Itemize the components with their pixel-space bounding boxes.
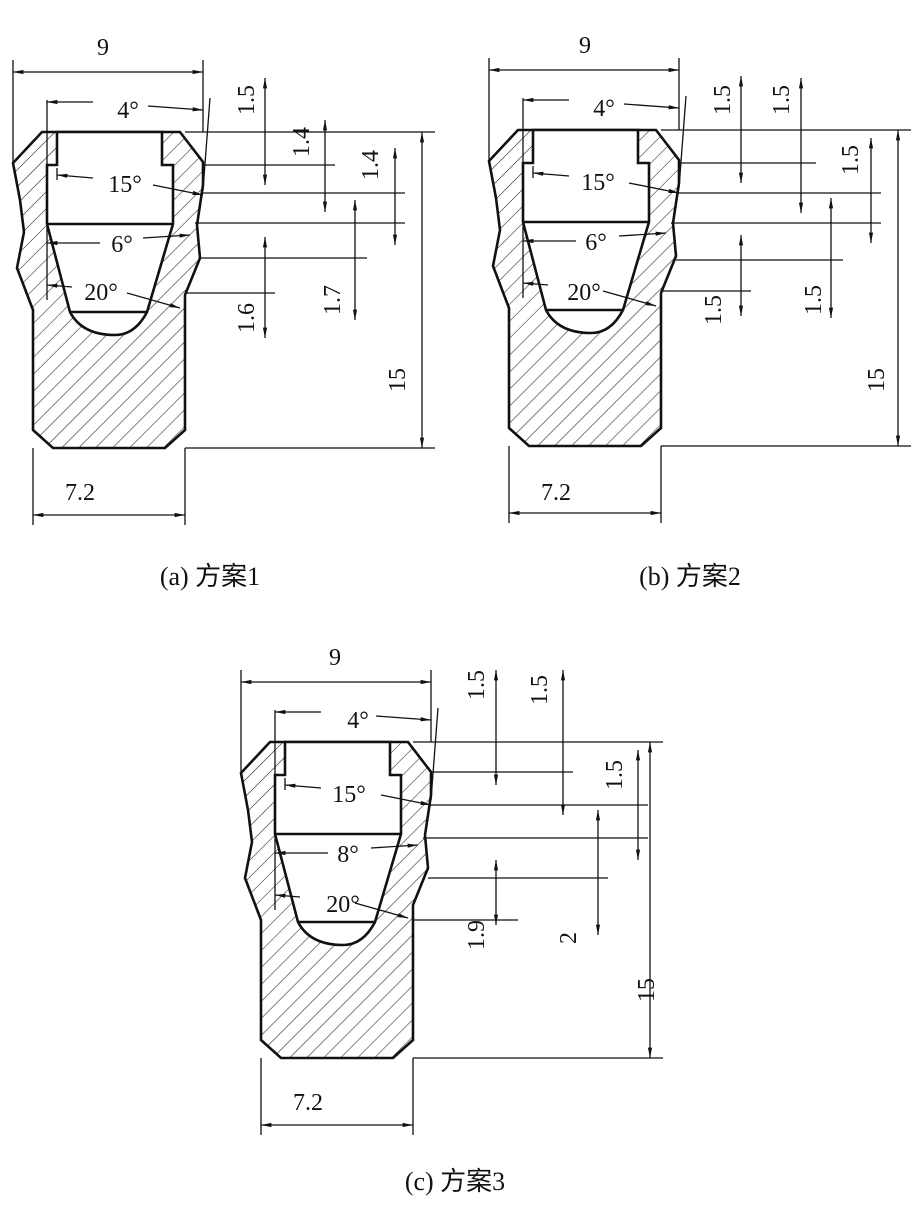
dimension-line [602,290,657,307]
depth-label: 1.6 [234,303,260,333]
depth-label: 1.5 [838,145,864,175]
width-bottom-label: 7.2 [293,1090,323,1116]
die-cross-section [487,128,681,448]
depth-label: 1.5 [602,760,628,790]
panel-a: 9 7.2 4° 15° 6° 20° 1.5 1.4 1.4 1.6 1.7 … [11,35,435,591]
dimension-line [628,182,680,194]
hatched-section [241,742,431,1058]
angle-label: 4° [347,708,369,734]
panel-caption: (a) 方案1 [160,562,260,591]
angle-label: 20° [326,892,360,918]
width-bottom-label: 7.2 [541,480,571,506]
dimension-line [618,231,667,237]
angle-label: 6° [585,230,607,256]
depth-label: 1.4 [358,150,384,180]
depth-label: 1.5 [464,670,490,700]
dimension-line [370,843,419,849]
angle-label: 4° [593,96,615,122]
angle-label: 15° [108,172,142,198]
dimension-line [522,281,549,286]
dimension-line [46,283,73,288]
dimension-line [623,103,680,110]
dimension-line [56,173,94,179]
width-top-label: 9 [579,33,591,59]
dimension-line [142,233,191,239]
width-bottom-label: 7.2 [65,480,95,506]
outer-profile [11,130,205,450]
panel-caption: (b) 方案2 [639,562,741,591]
dimension-lines [12,60,435,525]
outer-profile [487,128,681,448]
dimension-line [354,902,409,919]
extension-line [202,97,211,191]
depth-label: 1.7 [320,285,346,315]
width-top-label: 9 [97,35,109,61]
angle-label: 8° [337,842,359,868]
panel-caption: (c) 方案3 [405,1167,505,1196]
dimension-line [152,184,204,196]
depth-label: 1.5 [701,295,727,325]
dimension-lines [240,670,663,1135]
angle-label: 20° [84,280,118,306]
depth-label: 1.5 [527,675,553,705]
die-cross-section [239,740,433,1060]
dimension-lines [488,58,911,523]
panel-c: 9 7.2 4° 15° 8° 20° 1.5 1.5 1.5 1.9 2 15… [239,645,663,1196]
hatched-section [489,130,679,446]
extension-line [678,95,687,189]
dimension-line [284,783,322,789]
angle-label: 20° [567,280,601,306]
height-total-label: 15 [385,368,411,392]
hatched-section [13,132,203,448]
die-cross-section [11,130,205,450]
angle-label: 15° [332,782,366,808]
depth-label: 1.5 [710,85,736,115]
depth-label: 1.5 [234,85,260,115]
dimension-line [380,794,432,806]
width-top-label: 9 [329,645,341,671]
depth-label: 1.5 [801,285,827,315]
depth-label: 1.9 [464,920,490,950]
dimension-line [147,105,204,112]
outer-profile [239,740,433,1060]
dimension-line [126,292,181,309]
dimension-line [274,893,301,898]
depth-label: 1.4 [289,127,315,157]
extension-line [430,707,439,801]
depth-label: 1.5 [769,85,795,115]
angle-label: 15° [581,170,615,196]
panel-b: 9 7.2 4° 15° 6° 20° 1.5 1.5 1.5 1.5 1.5 … [487,33,911,591]
height-total-label: 15 [864,368,890,392]
angle-label: 4° [117,98,139,124]
depth-label: 2 [556,932,582,944]
height-total-label: 15 [634,978,660,1002]
dimension-line [532,171,570,177]
angle-label: 6° [111,232,133,258]
dimension-line [375,715,432,722]
